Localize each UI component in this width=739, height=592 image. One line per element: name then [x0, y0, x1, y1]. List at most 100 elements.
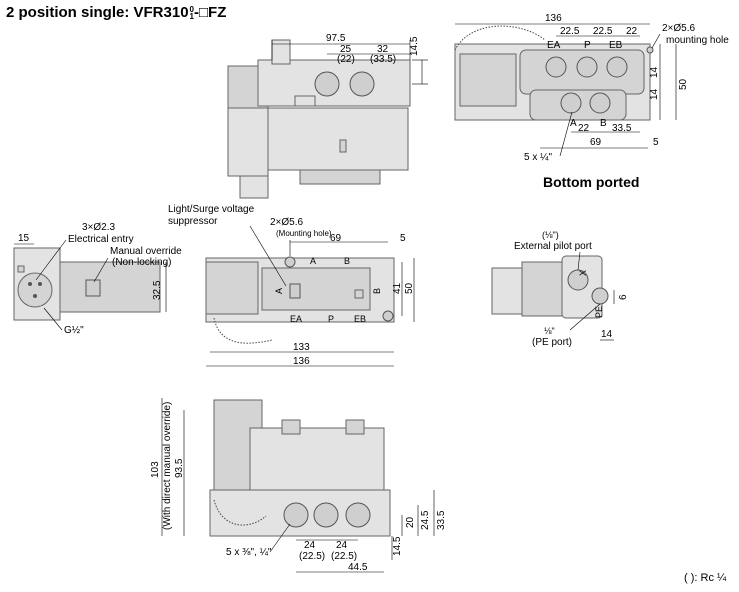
- dim-22-paren: (22): [337, 54, 355, 65]
- hole-note: 2×Ø5.6: [662, 23, 696, 34]
- label-p: P: [584, 40, 591, 51]
- corner-hole: [17, 265, 25, 273]
- end-cap: [491, 267, 523, 315]
- top-view: Light/Surge voltage suppressor 2×Ø5.6 (M…: [168, 204, 415, 367]
- chain: [213, 499, 267, 526]
- pilot-size-note: (⅛"): [542, 230, 559, 240]
- dim-103: 103: [150, 461, 161, 478]
- dim-24-5: 24.5: [420, 510, 431, 530]
- label-b-top: B: [344, 256, 350, 266]
- port-a-circle: [560, 92, 582, 114]
- title-sup: 0: [189, 5, 194, 15]
- bottom-ported-view: 136 22.5 22.5 22 EA P EB A B 2×Ø5.6 moun…: [454, 13, 729, 163]
- dim-14-5: 14.5: [392, 536, 403, 556]
- dim-69: 69: [330, 233, 342, 244]
- port-ea-circle: [545, 56, 567, 78]
- dim-25: 25: [340, 44, 352, 55]
- port-p-circle: [576, 56, 598, 78]
- title-text: 2 position single: VFR310: [6, 4, 189, 21]
- pin: [33, 294, 37, 298]
- dim-33-5: 33.5: [612, 123, 632, 134]
- leader: [569, 303, 601, 331]
- mount-hole-note: 2×Ø5.6: [270, 217, 304, 228]
- pe-port: [591, 287, 609, 305]
- dim-103-note: (With direct manual override): [162, 402, 173, 530]
- leader: [93, 257, 109, 283]
- dim-24-b: 24: [336, 540, 348, 551]
- valve-plan: [261, 267, 371, 311]
- dim-5: 5: [653, 137, 659, 148]
- dim-50: 50: [404, 282, 415, 294]
- upper-body: [249, 427, 385, 491]
- pilot-port-label: External pilot port: [514, 241, 592, 252]
- label-b: B: [600, 118, 607, 129]
- dim-6: 6: [618, 294, 629, 300]
- left-end-view: 15 32.5 3×Ø2.3 Electrical entry Manual o…: [13, 222, 182, 336]
- dim-33-5-paren: (33.5): [370, 54, 396, 65]
- label-x: X: [578, 270, 588, 276]
- leader: [559, 111, 573, 157]
- mounting-hole: [382, 310, 394, 322]
- port-circle: [345, 502, 371, 528]
- dim-44-5: 44.5: [348, 562, 368, 573]
- dim-69: 69: [590, 137, 602, 148]
- dim-22-b: 22: [578, 123, 590, 134]
- rib: [294, 95, 316, 107]
- solenoid-lower: [227, 107, 269, 177]
- title-sub: 1: [189, 12, 194, 22]
- side-body: [59, 261, 161, 313]
- solenoid-side: [459, 53, 517, 107]
- suppressor-label-1: Light/Surge voltage: [168, 204, 255, 215]
- dim-14-a: 14: [649, 66, 660, 78]
- mounting-tab: [271, 39, 291, 65]
- pin: [38, 282, 42, 286]
- dim-50: 50: [678, 78, 689, 90]
- dim-33-5: 33.5: [436, 510, 447, 530]
- label-pe: PE: [594, 306, 604, 318]
- dim-5: 5: [400, 233, 406, 244]
- dim-93-5: 93.5: [174, 458, 185, 478]
- leader: [577, 251, 581, 271]
- port-b-circle: [589, 92, 611, 114]
- solenoid-plan: [205, 261, 259, 315]
- dim-22-5-b: (22.5): [331, 551, 357, 562]
- dim-22-5-a: 22.5: [560, 26, 580, 37]
- label-a-side: A: [274, 288, 284, 294]
- dim-136: 136: [293, 356, 310, 367]
- port-circle: [349, 71, 375, 97]
- electrical-entry: Electrical entry: [68, 234, 134, 245]
- manual-override: [85, 279, 101, 297]
- connector-face: [17, 272, 53, 308]
- leader: [269, 523, 291, 553]
- mount-hole-note-2: (Mounting hole): [276, 229, 332, 238]
- port-eb-circle: [606, 56, 628, 78]
- port-thread-note: 5 x ¼": [524, 151, 552, 163]
- non-locking-label: (Non-locking): [112, 257, 171, 268]
- top-side-view: 97.5 25 (22) 32 (33.5) 14.5: [227, 33, 428, 199]
- top-tab: [345, 419, 365, 435]
- dim-14: 14: [601, 329, 613, 340]
- label-p: P: [328, 314, 334, 324]
- bottom-ported-caption: Bottom ported: [543, 174, 640, 190]
- slot: [339, 139, 347, 153]
- dim-24-a: 24: [304, 540, 316, 551]
- leader: [35, 239, 67, 281]
- label-eb: EB: [354, 314, 366, 324]
- connector-block: [239, 175, 269, 199]
- dim-22-5-a: (22.5): [299, 551, 325, 562]
- leader: [651, 33, 661, 49]
- leader: [249, 225, 287, 287]
- port-circle: [313, 502, 339, 528]
- port-circle: [314, 71, 340, 97]
- dim-20: 20: [405, 516, 416, 528]
- chain: [213, 317, 273, 344]
- dim-14-5: 14.5: [409, 36, 420, 56]
- rc-thread-note: ( ): Rc ¼: [684, 572, 727, 584]
- dim-14-b: 14: [649, 88, 660, 100]
- mounting-hole: [284, 256, 296, 268]
- front-view: 103 (With direct manual override) 93.5 2…: [150, 398, 447, 573]
- dim-15: 15: [18, 233, 30, 244]
